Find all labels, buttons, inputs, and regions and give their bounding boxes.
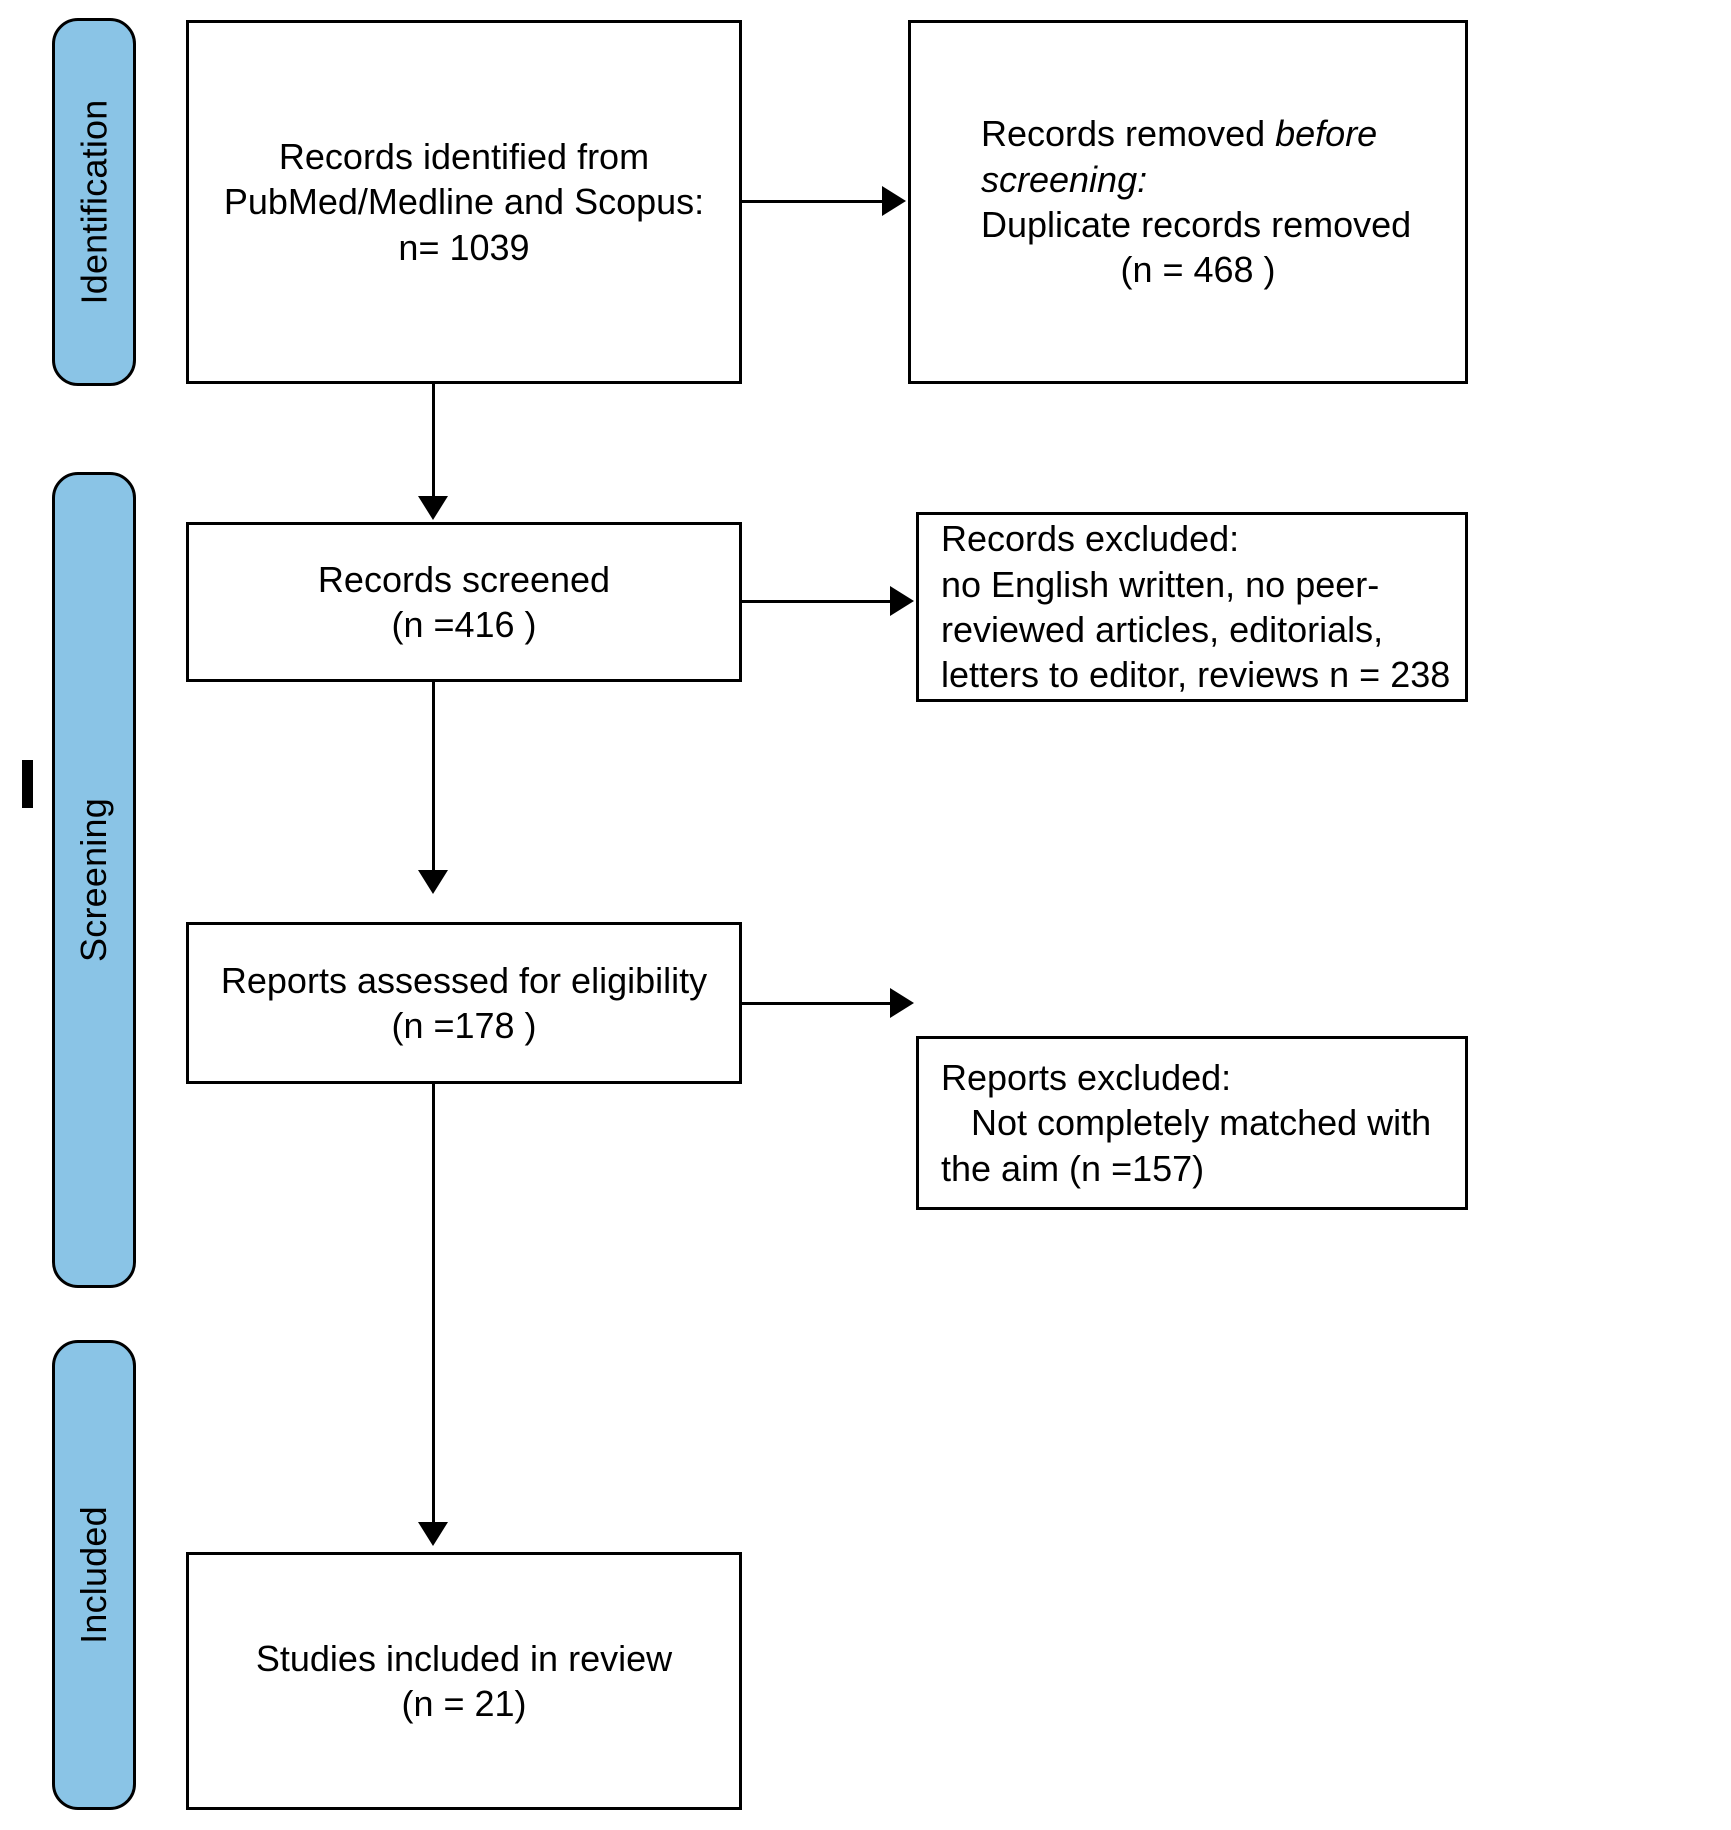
box-records-screened: Records screened (n =416 )	[186, 522, 742, 682]
connector-identified-to-screened	[432, 384, 435, 498]
arrowhead-screened-to-assessed	[418, 870, 448, 894]
box-line: Duplicate records removed	[981, 204, 1412, 245]
box-line: Reports assessed for eligibility	[220, 959, 708, 1001]
box-line: PubMed/Medline and Scopus:	[223, 181, 705, 223]
box-line: Not completely matched with	[971, 1102, 1432, 1144]
box-line: (n = 468 )	[1120, 249, 1276, 291]
box-line: Records identified from	[278, 135, 650, 177]
stage-label-screening: Screening	[73, 798, 114, 962]
box-line: the aim (n =157)	[941, 1147, 1205, 1189]
box-records-excluded: Records excluded: no English written, no…	[916, 512, 1468, 702]
stray-tick-mark	[22, 760, 33, 808]
box-line: (n = 21)	[401, 1683, 527, 1724]
arrowhead-assessed-to-reports-excluded	[890, 988, 914, 1018]
box-line: Records excluded:	[941, 518, 1240, 560]
arrowhead-identified-to-removed	[882, 186, 906, 216]
box-reports-assessed: Reports assessed for eligibility (n =178…	[186, 922, 742, 1084]
box-records-removed-before-screening: Records removed before screening: Duplic…	[908, 20, 1468, 384]
box-studies-included: Studies included in review (n = 21)	[186, 1552, 742, 1810]
box-line: screening:	[981, 158, 1148, 200]
box-line: Records removed before	[981, 113, 1378, 155]
box-line: Reports excluded:	[941, 1056, 1232, 1098]
box-line: no English written, no peer-	[941, 563, 1380, 605]
connector-assessed-to-reports-excluded	[742, 1002, 892, 1005]
connector-assessed-to-included	[432, 1084, 435, 1524]
stage-band-included: Included	[52, 1340, 136, 1810]
connector-screened-to-assessed	[432, 682, 435, 872]
arrowhead-assessed-to-included	[418, 1522, 448, 1546]
stage-band-screening: Screening	[52, 472, 136, 1288]
stage-label-identification: Identification	[73, 99, 114, 305]
arrowhead-screened-to-records-excluded	[890, 586, 914, 616]
box-line: (n =416 )	[391, 604, 537, 645]
box-line: (n =178 )	[391, 1005, 537, 1046]
box-reports-excluded: Reports excluded: Not completely matched…	[916, 1036, 1468, 1210]
stage-label-included: Included	[73, 1506, 114, 1644]
stage-band-identification: Identification	[52, 18, 136, 386]
arrowhead-identified-to-screened	[418, 496, 448, 520]
box-records-identified: Records identified from PubMed/Medline a…	[186, 20, 742, 384]
box-line: Studies included in review	[255, 1637, 673, 1679]
connector-screened-to-records-excluded	[742, 600, 892, 603]
box-line: n= 1039	[398, 226, 530, 268]
box-line: letters to editor, reviews n = 238	[941, 654, 1451, 696]
box-line: Records screened	[317, 558, 611, 600]
connector-identified-to-removed	[742, 200, 884, 203]
box-line: reviewed articles, editorials,	[941, 609, 1384, 650]
